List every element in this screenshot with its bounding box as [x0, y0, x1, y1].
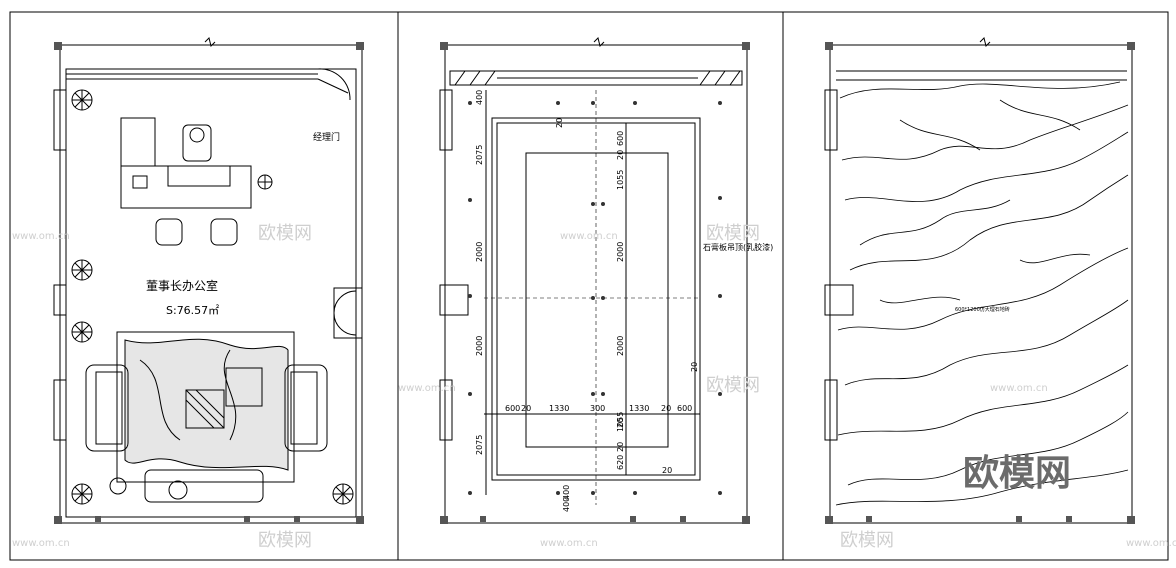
- door-label: 经理门: [313, 131, 340, 143]
- desk-inlay: [167, 165, 231, 187]
- plant-icon: [71, 259, 93, 281]
- curtain-box: [449, 70, 743, 86]
- rug-pattern: [124, 338, 289, 471]
- break-mark: [204, 37, 216, 47]
- watermark-brand: 欧模网: [258, 530, 312, 551]
- sofa-right: [284, 364, 328, 452]
- svg-text:2000: 2000: [616, 336, 625, 356]
- svg-text:1330: 1330: [629, 404, 649, 413]
- svg-text:20: 20: [555, 118, 564, 128]
- svg-text:400: 400: [562, 497, 571, 512]
- svg-text:2000: 2000: [616, 242, 625, 262]
- svg-text:20: 20: [616, 150, 625, 160]
- downlight-grid: [468, 101, 722, 495]
- svg-text:620: 620: [616, 455, 625, 470]
- plant-icon: [71, 321, 93, 343]
- column: [54, 42, 62, 50]
- column: [356, 42, 364, 50]
- watermark-site: www.om.cn: [1126, 538, 1176, 549]
- sheet-border: [9, 11, 1169, 561]
- svg-text:1055: 1055: [616, 412, 625, 432]
- panel-ceiling-plan: 400 2075 2000 2000 2075 600 1055 2000 20…: [439, 37, 773, 524]
- ceiling-outer-tray: [491, 117, 701, 481]
- room-area: S:76.57㎡: [166, 304, 219, 317]
- watermark-brand: 欧模网: [840, 530, 894, 551]
- watermark-brand: 欧模网: [706, 375, 760, 396]
- door-swing: [317, 68, 351, 101]
- svg-text:20: 20: [661, 404, 671, 413]
- svg-text:2000: 2000: [475, 336, 484, 356]
- watermark-brand: 欧模网: [258, 223, 312, 244]
- svg-text:400: 400: [562, 485, 571, 500]
- sofa-bottom: [144, 469, 264, 503]
- entry-door: [333, 287, 363, 339]
- watermark-site: www.om.cn: [12, 231, 70, 242]
- executive-chair: [182, 124, 212, 162]
- material-note: 600*1200仿大理石地砖: [955, 306, 1010, 313]
- svg-text:300: 300: [590, 404, 605, 413]
- plant-icon: [71, 483, 93, 505]
- watermark-site: www.om.cn: [990, 383, 1048, 394]
- watermark-brand: 欧模网: [706, 223, 760, 244]
- svg-text:2075: 2075: [475, 145, 484, 165]
- room-name: 董事长办公室: [146, 278, 218, 293]
- svg-text:20: 20: [690, 362, 699, 372]
- plant-icon: [257, 174, 273, 190]
- svg-text:2075: 2075: [475, 435, 484, 455]
- area-rug: [116, 331, 295, 483]
- door-leaf: [317, 78, 349, 94]
- side-cabinet: [120, 117, 156, 167]
- side-table: [109, 477, 127, 495]
- ceiling-inner-tray: [525, 152, 669, 448]
- coffee-table: [185, 389, 225, 429]
- room-outline: [444, 44, 748, 524]
- guest-chair: [210, 218, 238, 246]
- svg-text:20: 20: [521, 404, 531, 413]
- svg-text:20: 20: [616, 418, 625, 428]
- watermark-brand-large: 欧模网: [963, 453, 1071, 494]
- watermark-site: www.om.cn: [12, 538, 70, 549]
- column: [356, 516, 364, 524]
- watermark-site: www.om.cn: [540, 538, 598, 549]
- svg-text:20: 20: [616, 442, 625, 452]
- room-outline: [829, 44, 1133, 524]
- guest-chair: [155, 218, 183, 246]
- watermark-site: www.om.cn: [560, 231, 618, 242]
- sofa-left: [85, 364, 129, 452]
- svg-text:600: 600: [616, 131, 625, 146]
- svg-text:2000: 2000: [475, 242, 484, 262]
- panel-floor-material: 600*1200仿大理石地砖: [824, 37, 1135, 524]
- plant-icon: [71, 89, 93, 111]
- svg-text:20: 20: [662, 466, 672, 475]
- plant-icon: [332, 483, 354, 505]
- column: [54, 516, 62, 524]
- svg-text:600: 600: [505, 404, 520, 413]
- tea-tray: [225, 367, 263, 407]
- svg-text:1330: 1330: [549, 404, 569, 413]
- watermark-site: www.om.cn: [398, 383, 456, 394]
- marble-veins: [835, 81, 1129, 506]
- ceiling-note: 石膏板吊顶(乳胶漆): [703, 242, 773, 252]
- svg-text:400: 400: [475, 90, 484, 105]
- svg-text:1055: 1055: [616, 170, 625, 190]
- panel-floor-plan: 经理门 董事长办公室 S:76.57㎡: [53, 37, 364, 524]
- desk: [120, 165, 252, 209]
- svg-text:600: 600: [677, 404, 692, 413]
- watermark-layer: 欧模网 欧模网 欧模网 欧模网 欧模网 www.om.cn www.om.cn …: [12, 223, 1176, 551]
